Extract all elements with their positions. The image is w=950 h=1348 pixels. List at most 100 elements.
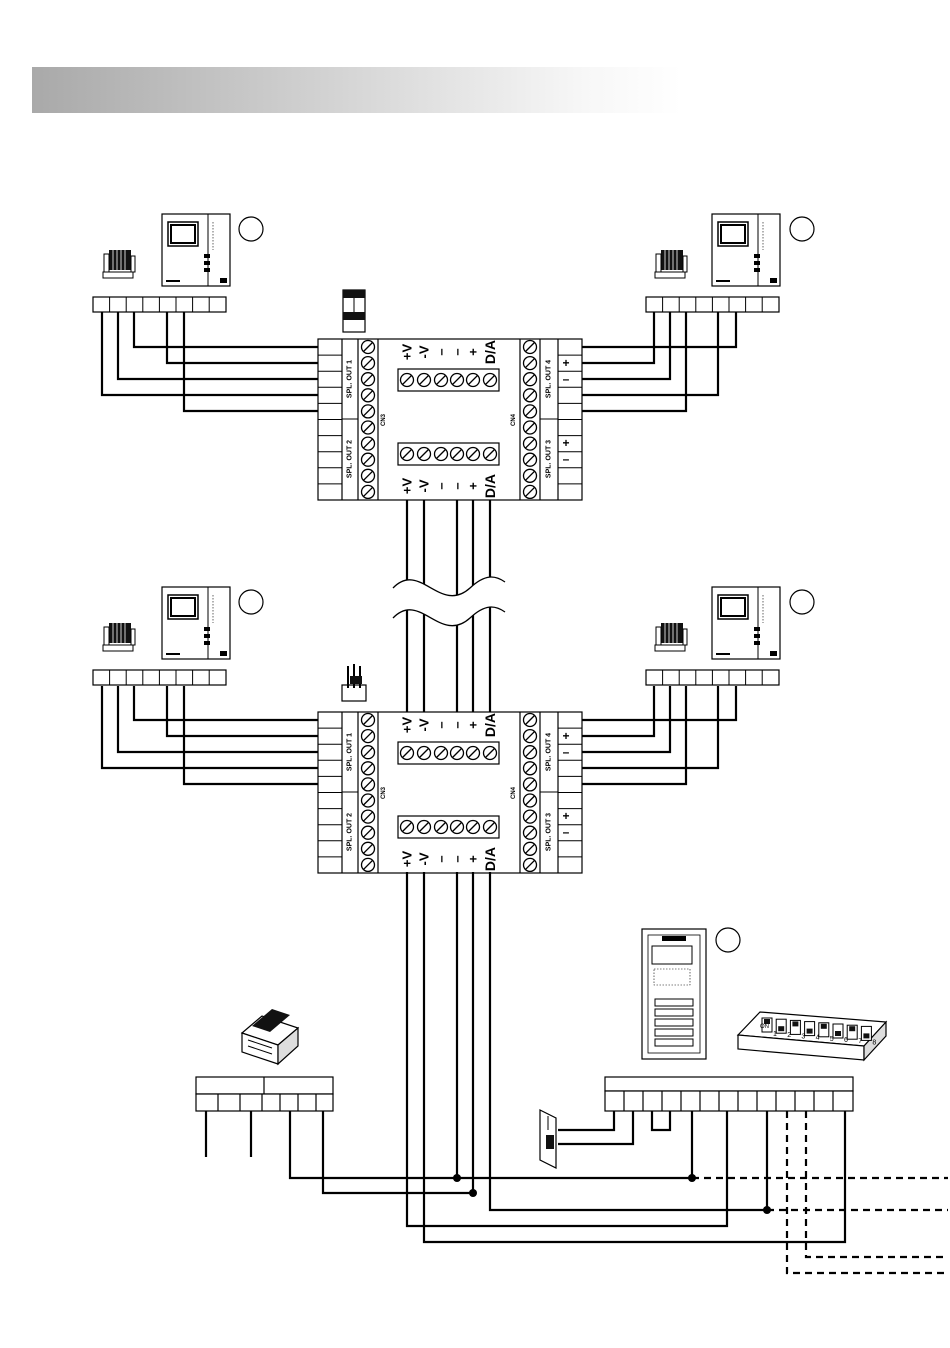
terminal-screw bbox=[524, 794, 537, 807]
spl-out-2-label: SPL. OUT 2 bbox=[347, 813, 354, 851]
terminal-label: +V bbox=[400, 344, 415, 361]
minus-mark: – bbox=[563, 452, 570, 466]
dip-lever-knob bbox=[821, 1024, 827, 1029]
spl-out-1-label: SPL. OUT 1 bbox=[347, 733, 354, 771]
terminal-screw bbox=[362, 714, 375, 727]
terminal-label: – bbox=[450, 482, 465, 489]
dip-lever-knob bbox=[792, 1021, 798, 1026]
terminal-screw bbox=[362, 762, 375, 775]
monitor-mid-right bbox=[655, 587, 814, 659]
terminal-screw bbox=[362, 826, 375, 839]
top-terminal-labels: +V-V––+D/A bbox=[400, 340, 499, 364]
monitor-terminal-strip bbox=[93, 297, 226, 312]
cn4-label: CN4 bbox=[511, 413, 517, 426]
terminal-screw bbox=[362, 778, 375, 791]
plus-mark: + bbox=[562, 436, 569, 450]
terminal-screw bbox=[418, 374, 431, 387]
terminal-screw bbox=[362, 389, 375, 402]
terminal-screw bbox=[362, 357, 375, 370]
terminal-screw bbox=[484, 374, 497, 387]
terminal-label: – bbox=[450, 348, 465, 355]
terminal-label: D/A bbox=[482, 713, 498, 737]
dip-lever-knob bbox=[863, 1033, 869, 1038]
terminal-screw bbox=[467, 747, 480, 760]
minus-mark: – bbox=[563, 372, 570, 386]
terminal-screw bbox=[401, 448, 414, 461]
terminal-screw bbox=[435, 374, 448, 387]
terminal-screw bbox=[467, 374, 480, 387]
terminal-screw bbox=[524, 437, 537, 450]
plus-mark: + bbox=[562, 809, 569, 823]
dip-lever-knob bbox=[807, 1029, 813, 1034]
terminal-screw bbox=[524, 826, 537, 839]
monitor-top-left bbox=[103, 214, 263, 286]
terminal-screw bbox=[467, 448, 480, 461]
terminal-screw bbox=[362, 421, 375, 434]
terminal-screw bbox=[418, 747, 431, 760]
video-monitor-icon bbox=[712, 587, 780, 659]
terminal-screw bbox=[362, 485, 375, 498]
terminal-screw bbox=[362, 469, 375, 482]
terminal-screw bbox=[362, 810, 375, 823]
monitor-connector-icon bbox=[655, 250, 687, 278]
terminal-screw bbox=[418, 821, 431, 834]
terminal-screw bbox=[362, 453, 375, 466]
plus-mark: + bbox=[562, 356, 569, 370]
terminal-screw bbox=[401, 374, 414, 387]
dip-lever-knob bbox=[835, 1031, 841, 1036]
terminal-screw bbox=[418, 448, 431, 461]
terminal-screw bbox=[362, 730, 375, 743]
terminal-label: + bbox=[466, 721, 481, 729]
spl-out-1-label: SPL. OUT 1 bbox=[347, 360, 354, 398]
terminal-screw bbox=[362, 341, 375, 354]
lock-release-icon bbox=[540, 1110, 556, 1168]
terminal-screw bbox=[524, 469, 537, 482]
video-monitor-icon bbox=[162, 214, 230, 286]
terminal-screw bbox=[401, 821, 414, 834]
monitor-top-right bbox=[655, 214, 814, 286]
splitter-unit-2: SPL. OUT 1SPL. OUT 2SPL. OUT 4SPL. OUT 3… bbox=[318, 712, 582, 873]
terminal-screw bbox=[451, 747, 464, 760]
bottom-terminal-labels: +V-V––+D/A bbox=[400, 847, 499, 871]
terminal-label: – bbox=[434, 348, 449, 355]
terminal-screw bbox=[362, 794, 375, 807]
terminal-screw bbox=[362, 373, 375, 386]
bottom-terminal-labels: +V-V––+D/A bbox=[400, 474, 499, 498]
terminal-label: -V bbox=[417, 345, 432, 358]
terminal-screw bbox=[362, 437, 375, 450]
terminal-label: – bbox=[450, 855, 465, 862]
terminal-label: D/A bbox=[482, 340, 498, 364]
jumper-icon bbox=[342, 664, 366, 701]
spl-out-3-label: SPL. OUT 3 bbox=[546, 440, 553, 478]
terminal-screw bbox=[435, 448, 448, 461]
spl-out-4-label: SPL. OUT 4 bbox=[546, 360, 553, 398]
terminal-screw bbox=[524, 778, 537, 791]
terminal-label: – bbox=[450, 721, 465, 728]
terminal-screw bbox=[484, 448, 497, 461]
terminal-screw bbox=[524, 405, 537, 418]
terminal-label: -V bbox=[417, 852, 432, 865]
splitter-unit-1: SPL. OUT 1 SPL. OUT 2 SPL. OUT 4 SPL. OUT 3… bbox=[318, 339, 582, 500]
dip-lever-knob bbox=[849, 1026, 855, 1031]
terminal-screw bbox=[467, 821, 480, 834]
power-supply-terminals bbox=[196, 1077, 333, 1111]
terminal-screw bbox=[451, 448, 464, 461]
monitor-mid-left bbox=[103, 587, 263, 659]
door-panel-icon bbox=[642, 928, 740, 1059]
terminal-screw bbox=[484, 747, 497, 760]
spl-out-2-label: SPL. OUT 2 bbox=[347, 440, 354, 478]
terminal-screw bbox=[362, 746, 375, 759]
power-supply-icon bbox=[242, 1009, 298, 1064]
junctions bbox=[453, 1174, 771, 1214]
terminal-label: – bbox=[434, 855, 449, 862]
monitor-connector-icon bbox=[103, 623, 135, 651]
terminal-screw bbox=[524, 421, 537, 434]
terminal-screw bbox=[524, 341, 537, 354]
terminal-label: D/A bbox=[482, 474, 498, 498]
terminal-screw bbox=[524, 746, 537, 759]
terminal-screw bbox=[524, 714, 537, 727]
monitor-terminal-strip bbox=[646, 297, 779, 312]
terminal-label: + bbox=[466, 348, 481, 356]
